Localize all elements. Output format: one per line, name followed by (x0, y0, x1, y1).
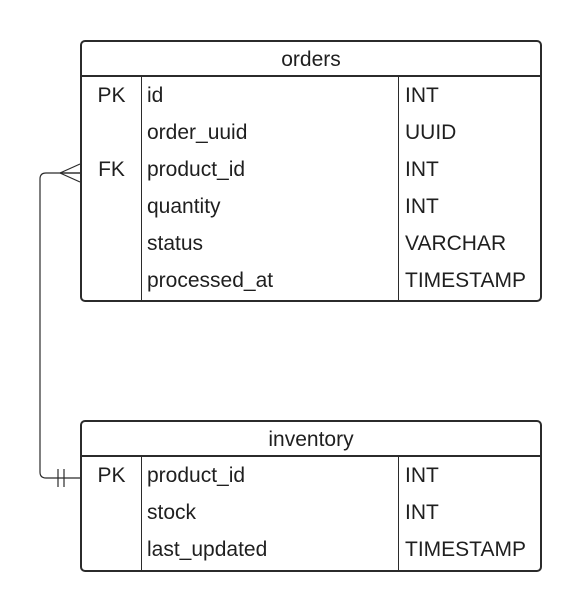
table-row[interactable]: quantity INT (82, 188, 540, 225)
table-row[interactable]: last_updated TIMESTAMP (82, 531, 540, 568)
field-name: quantity (147, 195, 221, 218)
inventory-rows: PK product_id INT stock INT last_updated… (82, 457, 540, 570)
field-type: INT (405, 501, 439, 524)
column-divider-key (141, 77, 142, 300)
field-type: INT (405, 158, 439, 181)
column-divider-type (398, 77, 399, 300)
key-cell (82, 188, 141, 225)
field-type: TIMESTAMP (405, 538, 526, 561)
column-divider-type (398, 457, 399, 570)
key-cell (82, 262, 141, 299)
orders-entity[interactable]: orders PK id INT order_uuid UUID FK prod… (80, 40, 542, 302)
one-mark-icon (57, 469, 65, 487)
field-name: product_id (147, 158, 246, 181)
relationship-line (39, 172, 80, 479)
key-cell: FK (98, 158, 125, 181)
key-cell (82, 531, 141, 568)
field-name: order_uuid (147, 121, 248, 144)
field-name: processed_at (147, 269, 274, 292)
table-row[interactable]: FK product_id INT (82, 151, 540, 188)
column-divider-key (141, 457, 142, 570)
field-name: id (147, 84, 164, 107)
key-cell (82, 494, 141, 531)
field-name: last_updated (147, 538, 268, 561)
field-name: product_id (147, 464, 246, 487)
entity-title: inventory (82, 422, 540, 457)
field-type: INT (405, 84, 439, 107)
key-cell: PK (97, 464, 126, 487)
field-type: INT (405, 195, 439, 218)
entity-title: orders (82, 42, 540, 77)
key-cell (82, 114, 141, 151)
table-row[interactable]: stock INT (82, 494, 540, 531)
field-name: stock (147, 501, 197, 524)
field-type: INT (405, 464, 439, 487)
table-row[interactable]: status VARCHAR (82, 225, 540, 262)
field-type: UUID (405, 121, 457, 144)
field-name: status (147, 232, 204, 255)
field-type: TIMESTAMP (405, 269, 526, 292)
field-type: VARCHAR (405, 232, 507, 255)
table-row[interactable]: processed_at TIMESTAMP (82, 262, 540, 299)
orders-rows: PK id INT order_uuid UUID FK product_id … (82, 77, 540, 300)
crow-foot-many-icon (59, 163, 81, 183)
table-row[interactable]: order_uuid UUID (82, 114, 540, 151)
key-cell: PK (97, 84, 126, 107)
key-cell (82, 225, 141, 262)
inventory-entity[interactable]: inventory PK product_id INT stock INT la… (80, 420, 542, 572)
table-row[interactable]: PK product_id INT (82, 457, 540, 494)
table-row[interactable]: PK id INT (82, 77, 540, 114)
